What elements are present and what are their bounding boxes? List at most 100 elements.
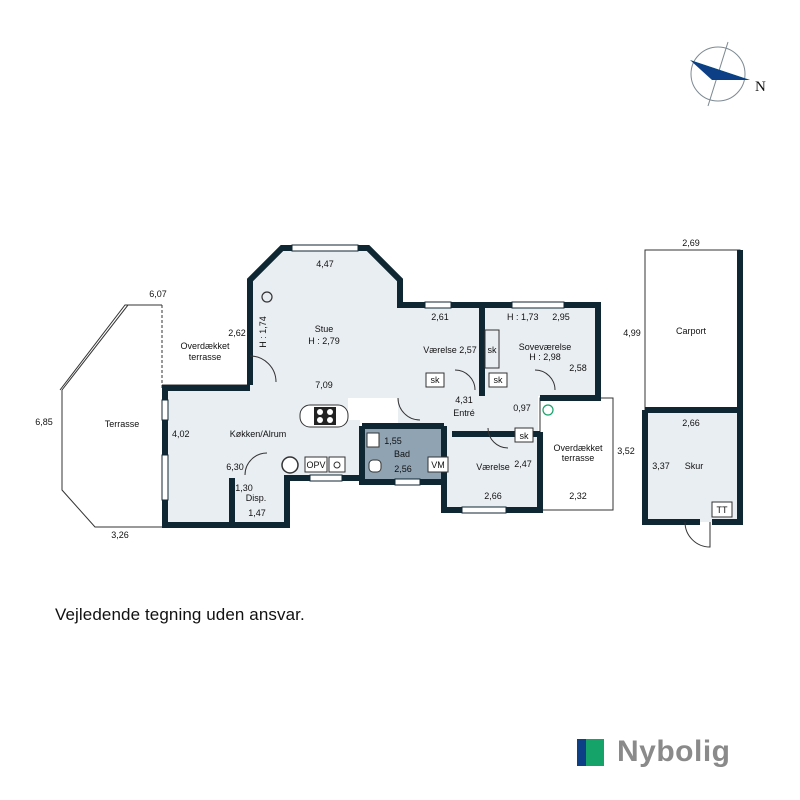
sove-height-label: H : 2,98	[529, 352, 561, 362]
terrasse-outline	[59, 304, 163, 528]
bad-name-label: Bad	[394, 449, 410, 459]
sk-box-4	[514, 427, 534, 443]
floor-stue	[250, 250, 398, 430]
sk-box-2	[488, 372, 508, 388]
sk-box-1	[425, 372, 445, 388]
terrasse-name-label: Terrasse	[105, 419, 140, 429]
fan-icon	[281, 456, 299, 474]
vaerelse1-depth-label: 2,57	[459, 345, 477, 355]
tt-label: TT	[717, 505, 728, 515]
overdaekket2-line2: terrasse	[562, 453, 595, 463]
wall-skur	[642, 410, 700, 525]
entre-depth-label: 0,97	[513, 403, 531, 413]
vm-label: VM	[431, 460, 445, 470]
sove-height-alt-label: H : 1,73	[507, 312, 539, 322]
window-kokken-left2	[161, 454, 169, 501]
windows	[161, 244, 565, 514]
sk-box-3	[484, 329, 500, 369]
fireplace	[261, 291, 273, 303]
sove-width-label: 2,95	[552, 312, 570, 322]
sk-label-3: sk	[488, 345, 498, 355]
carport-width-label: 2,69	[682, 238, 700, 248]
terrasse-top-label: 6,07	[149, 289, 167, 299]
overdaekket1-depth-label: 2,62	[228, 328, 246, 338]
entre-width-label: 4,31	[455, 395, 473, 405]
terrasse-side-label: 6,85	[35, 417, 53, 427]
vaerelse2-depth-label: 2,47	[514, 459, 532, 469]
skur-width-label: 2,66	[682, 418, 700, 428]
opv-box	[304, 456, 328, 473]
kokken-name-label: Køkken/Alrum	[230, 429, 287, 439]
floor-vaerelse2	[445, 432, 540, 510]
disp-width-label: 1,30	[235, 483, 253, 493]
compass-needle-navy	[690, 60, 750, 80]
entry-arrow-icon	[542, 404, 554, 416]
skur-name-label: Skur	[685, 461, 704, 471]
toilet-icon	[368, 459, 382, 473]
doors	[244, 355, 711, 548]
vaerelse1-name-label: Værelse	[423, 345, 457, 355]
vaerelse1-width-label: 2,61	[431, 312, 449, 322]
vaerelse2-width-label: 2,66	[484, 491, 502, 501]
disclaimer-text: Vejledende tegning uden ansvar.	[55, 605, 305, 624]
sink-icon	[333, 461, 341, 469]
bad-depth-label: 1,55	[384, 436, 402, 446]
sink-box	[328, 456, 346, 473]
compass-north-label: N	[755, 79, 766, 95]
opv-label: OPV	[306, 460, 325, 470]
entre-name-label: Entré	[453, 408, 475, 418]
kokken-depth-label: 4,02	[172, 429, 190, 439]
brand-logo: Nybolig	[577, 737, 731, 767]
stue-depth-label: 7,09	[315, 380, 333, 390]
brand-name: Nybolig	[617, 735, 731, 768]
overdaekket2-line1: Overdækket	[553, 443, 603, 453]
floors	[162, 250, 737, 523]
window-stue-top	[291, 244, 359, 252]
terrasse-edge-inner	[59, 304, 160, 391]
stue-height-label: H : 2,79	[308, 336, 340, 346]
window-vaerelse2-bottom	[461, 506, 507, 514]
disp-depth-label: 1,47	[248, 508, 266, 518]
sove-depth-label: 2,58	[569, 363, 587, 373]
overdaekket1-line2: terrasse	[189, 352, 222, 362]
stove	[314, 407, 336, 425]
compass-ring	[690, 46, 746, 102]
terrasse-bottom-label: 3,26	[111, 530, 129, 540]
carport-depth-label: 4,99	[623, 328, 641, 338]
tt-box	[711, 501, 733, 518]
brand-mark-icon	[577, 738, 604, 766]
door-kokken-disp	[244, 452, 268, 476]
door-sove	[534, 369, 556, 391]
stue-width-label: 4,47	[316, 259, 334, 269]
door-vaerelse1	[454, 369, 476, 391]
door-vaerelse2	[487, 427, 509, 449]
door-skur	[684, 521, 711, 548]
terrasse-edge	[61, 304, 162, 528]
stue-name-label: Stue	[315, 324, 334, 334]
vm-box	[427, 456, 449, 473]
kokken-width-label: 6,30	[226, 462, 244, 472]
door-stue-terrasse	[249, 355, 277, 383]
floor-disp	[232, 475, 287, 523]
window-kokken-left	[161, 399, 169, 421]
sk-label-4: sk	[520, 431, 530, 441]
fixtures	[261, 291, 733, 518]
bad-width-label: 2,56	[394, 464, 412, 474]
wall-skur-right	[645, 407, 743, 525]
overdaekket1-line1: Overdækket	[180, 341, 230, 351]
disp-name-label: Disp.	[246, 493, 267, 503]
wall-rooms-top	[400, 302, 601, 401]
door-entre-stue	[397, 397, 421, 421]
window-kokken-bottom	[309, 474, 343, 482]
overdaekket2-width-label: 2,32	[569, 491, 587, 501]
labels: 4,47 Stue H : 2,79 7,09 6,07 6,85 Terras…	[35, 238, 728, 540]
window-vaerelse1	[424, 301, 452, 309]
overdaekket1-height-label: H : 1,74	[258, 316, 268, 348]
window-sove	[511, 301, 565, 309]
overdaekket2-depth-label: 3,52	[617, 446, 635, 456]
compass: N	[690, 41, 766, 107]
vaerelse2-name-label: Værelse	[476, 462, 510, 472]
window-bad-bottom	[394, 478, 421, 486]
carport-name-label: Carport	[676, 326, 707, 336]
